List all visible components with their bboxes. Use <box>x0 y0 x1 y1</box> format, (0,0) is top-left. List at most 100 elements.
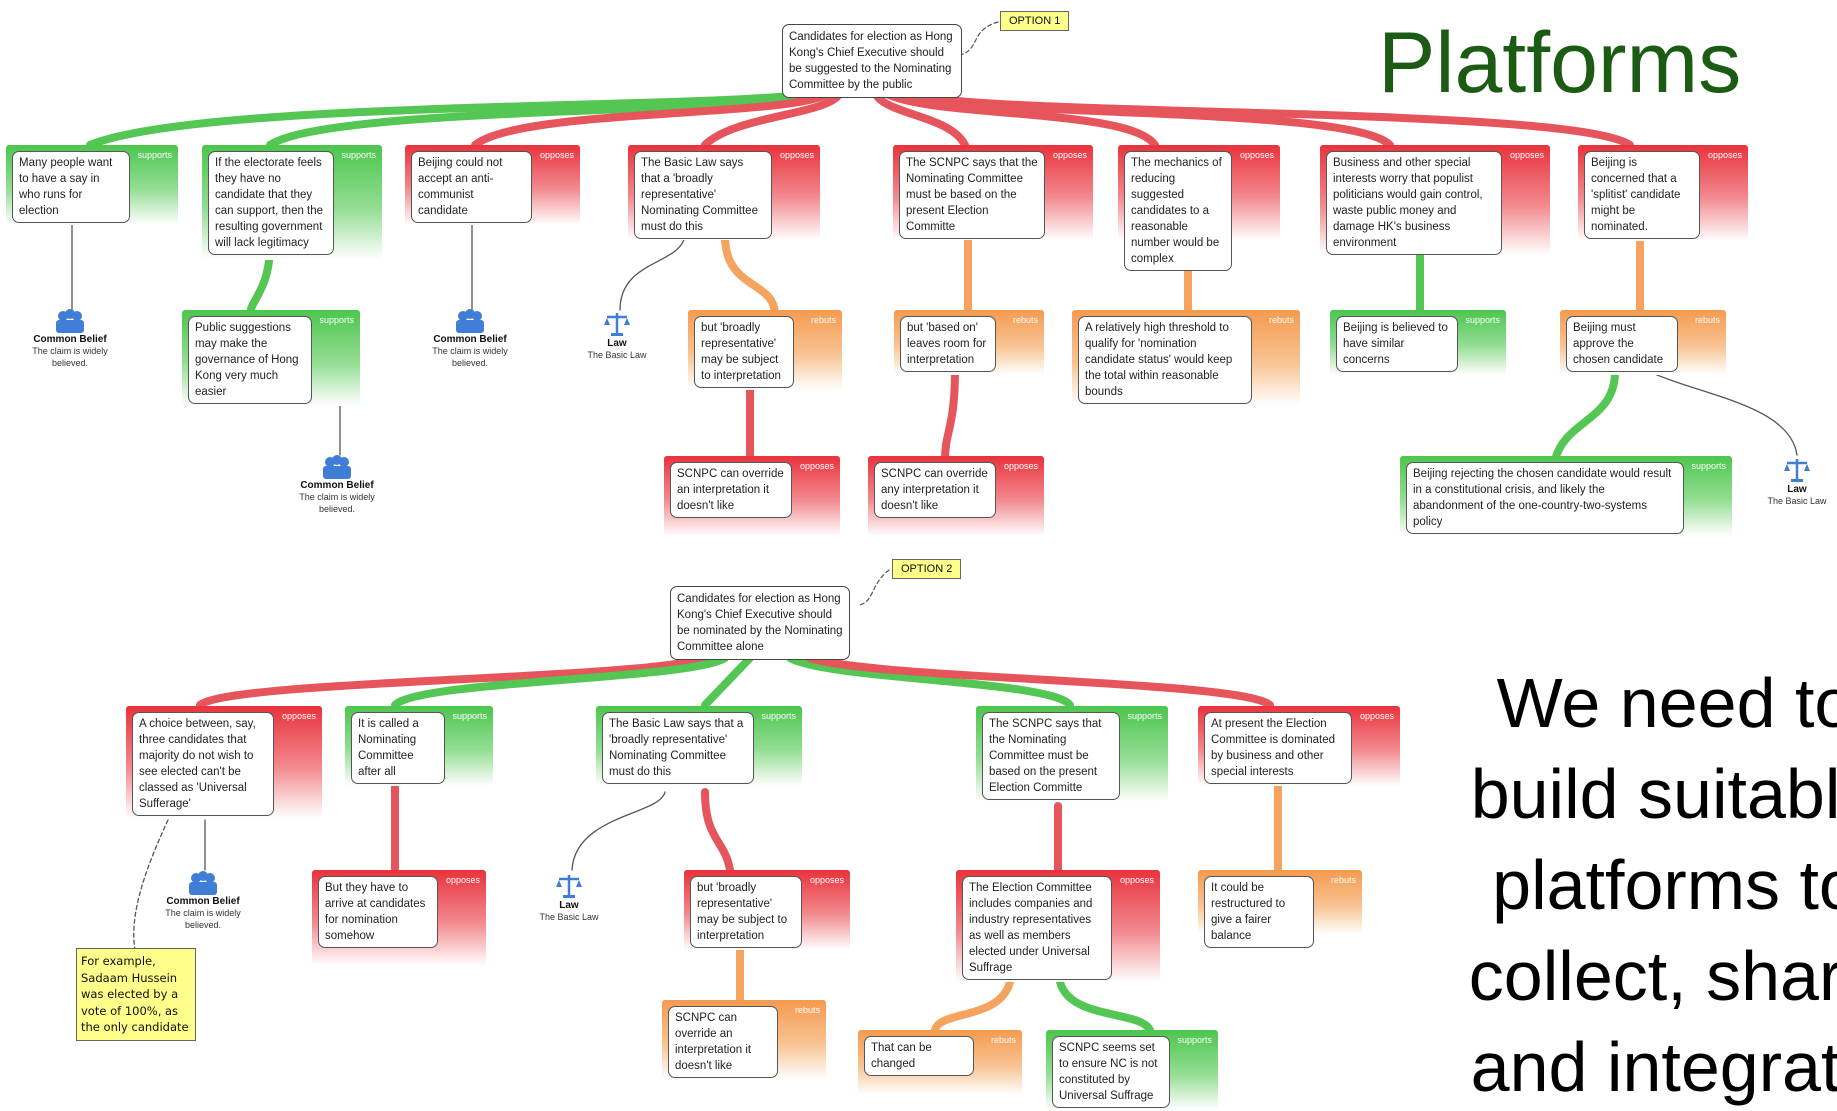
map2-can-be-changed[interactable]: rebuts That can be changed <box>858 1030 1022 1095</box>
claim-text: Beijing could not accept an anti-communi… <box>411 151 532 223</box>
map1-contention[interactable]: Candidates for election as Hong Kong's C… <box>782 24 962 98</box>
map2-scnpc-set[interactable]: supports SCNPC seems set to ensure NC is … <box>1046 1030 1218 1110</box>
body-line: We need to <box>1496 664 1837 742</box>
common-belief-source[interactable]: Common Belief The claim is widely believ… <box>15 308 125 369</box>
law-source[interactable]: Law The Basic Law <box>1742 456 1837 507</box>
map2-election-committee[interactable]: opposes The Election Committee includes c… <box>956 870 1160 982</box>
source-desc: The Basic Law <box>1767 496 1827 506</box>
law-source[interactable]: Law The Basic Law <box>514 872 624 923</box>
relation-label: rebuts <box>794 1005 820 1015</box>
map1-claim-basic-law[interactable]: opposes The Basic Law says that a 'broadl… <box>628 145 820 240</box>
claim-text: SCNPC can override an interpretation it … <box>670 462 792 518</box>
map1-claim-splitist[interactable]: opposes Beijing is concerned that a 'spli… <box>1578 145 1748 241</box>
relation-label: opposes <box>1003 461 1038 471</box>
body-line: collect, share <box>1468 937 1837 1015</box>
people-icon <box>456 309 484 333</box>
map2-restructured[interactable]: rebuts It could be restructured to give a… <box>1198 870 1362 948</box>
claim-text: Business and other special interests wor… <box>1326 151 1502 255</box>
claim-text: A choice between, say, three candidates … <box>132 712 274 816</box>
relation-label: rebuts <box>1330 875 1356 885</box>
relation-label: opposes <box>1707 150 1742 160</box>
claim-text: The SCNPC says that the Nominating Commi… <box>899 151 1045 239</box>
claim-text: At present the Election Committee is dom… <box>1204 712 1352 784</box>
map2-arrive-at-candidates[interactable]: opposes But they have to arrive at candid… <box>312 870 486 966</box>
relation-label: opposes <box>809 875 844 885</box>
claim-text: SCNPC can override an interpretation it … <box>668 1006 778 1078</box>
source-title: Common Belief <box>33 334 107 345</box>
source-title: Common Belief <box>433 334 507 345</box>
relation-label: opposes <box>539 150 574 160</box>
relation-label: supports <box>341 150 376 160</box>
map1-rebut-based-on[interactable]: rebuts but 'based on' leaves room for int… <box>894 310 1044 375</box>
claim-text: Public suggestions may make the governan… <box>188 316 312 404</box>
source-title: Common Belief <box>300 480 374 491</box>
people-icon <box>189 871 217 895</box>
relation-label: opposes <box>779 150 814 160</box>
claim-text: If the electorate feels they have no can… <box>208 151 334 255</box>
relation-label: supports <box>452 711 487 721</box>
relation-label: opposes <box>445 875 480 885</box>
source-desc: The claim is widely believed. <box>32 346 108 368</box>
slide-body: We need to build suitable platforms to c… <box>1440 658 1837 1108</box>
source-title: Common Belief <box>166 896 240 907</box>
claim-text: That can be changed <box>864 1036 974 1076</box>
map2-scnpc-override[interactable]: rebuts SCNPC can override an interpretati… <box>662 1000 826 1080</box>
relation-label: supports <box>1177 1035 1212 1045</box>
claim-text: It could be restructured to give a faire… <box>1204 876 1314 948</box>
claim-text: The Basic Law says that a 'broadly repre… <box>634 151 772 239</box>
claim-text: But they have to arrive at candidates fo… <box>318 876 438 948</box>
scales-icon <box>604 313 630 336</box>
common-belief-source[interactable]: Common Belief The claim is widely believ… <box>415 308 525 369</box>
source-desc: The claim is widely believed. <box>432 346 508 368</box>
relation-label: rebuts <box>1012 315 1038 325</box>
source-title: Law <box>559 900 579 911</box>
scales-icon <box>1784 459 1810 482</box>
claim-text: but 'based on' leaves room for interpret… <box>900 316 996 372</box>
map1-claim-anti-communist[interactable]: opposes Beijing could not accept an anti-… <box>405 145 580 225</box>
map1-similar-concerns[interactable]: supports Beijing is believed to have simi… <box>1330 310 1506 375</box>
source-desc: The Basic Law <box>539 912 599 922</box>
relation-label: opposes <box>1119 875 1154 885</box>
map1-claim-business[interactable]: opposes Business and other special intere… <box>1320 145 1550 255</box>
map1-claim-legitimacy[interactable]: supports If the electorate feels they hav… <box>202 145 382 260</box>
relation-label: opposes <box>1509 150 1544 160</box>
map2-claim-universal-sufferage[interactable]: opposes A choice between, say, three cand… <box>126 706 322 818</box>
map1-claim-scnpc[interactable]: opposes The SCNPC says that the Nominatin… <box>893 145 1093 240</box>
map2-contention[interactable]: Candidates for election as Hong Kong's C… <box>670 586 850 660</box>
relation-label: rebuts <box>990 1035 1016 1045</box>
claim-text: Beijing is believed to have similar conc… <box>1336 316 1458 372</box>
map1-public-suggestions[interactable]: supports Public suggestions may make the … <box>182 310 360 406</box>
relation-label: supports <box>1691 461 1726 471</box>
relation-label: supports <box>761 711 796 721</box>
claim-text: SCNPC seems set to ensure NC is not cons… <box>1052 1036 1170 1108</box>
relation-label: supports <box>1465 315 1500 325</box>
relation-label: rebuts <box>810 315 836 325</box>
option-1-tag: OPTION 1 <box>1000 11 1070 31</box>
law-source[interactable]: Law The Basic Law <box>562 310 672 361</box>
relation-label: opposes <box>281 711 316 721</box>
map1-constitutional-crisis[interactable]: supports Beijing rejecting the chosen can… <box>1400 456 1732 536</box>
relation-label: supports <box>1127 711 1162 721</box>
claim-text: A relatively high threshold to qualify f… <box>1078 316 1252 404</box>
claim-text: Beijing is concerned that a 'splitist' c… <box>1584 151 1700 239</box>
claim-text: The Election Committee includes companie… <box>962 876 1112 980</box>
common-belief-source[interactable]: Common Belief The claim is widely believ… <box>282 454 392 515</box>
claim-text: Beijing rejecting the chosen candidate w… <box>1406 462 1684 534</box>
relation-label: supports <box>137 150 172 160</box>
common-belief-source[interactable]: Common Belief The claim is widely believ… <box>148 870 258 931</box>
relation-label: opposes <box>1052 150 1087 160</box>
relation-label: supports <box>319 315 354 325</box>
